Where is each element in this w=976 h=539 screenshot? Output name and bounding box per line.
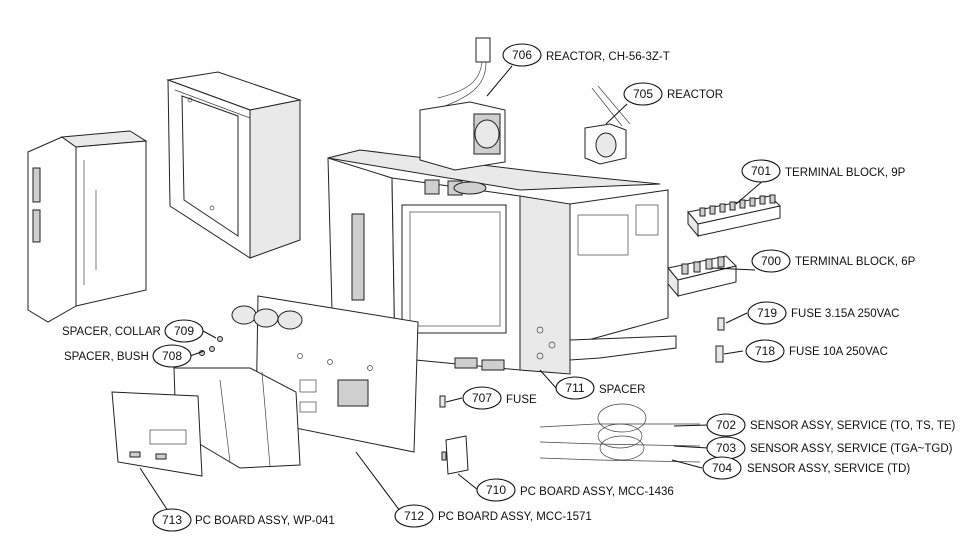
callout-bubble [152,344,192,368]
callout-bubble [623,82,663,106]
callout-label: PC BOARD ASSY, MCC-1571 [438,511,592,523]
terminal-block-6p-part [667,255,737,298]
callout-710: 710 PC BOARD ASSY, MCC-1436 [476,478,674,502]
leader-lines [139,65,765,515]
callout-719: 719 FUSE 3.15A 250VAC [747,301,899,325]
reactor-705-part [584,85,631,165]
fuse-718-part [715,345,724,363]
callout-number: 711 [565,381,584,395]
callout-bubble [706,413,746,437]
callout-label: FUSE 3.15A 250VAC [791,308,899,320]
callout-bubble [747,301,787,325]
callout-label: FUSE 10A 250VAC [789,346,888,358]
callout-705: 705 REACTOR [623,82,723,106]
callout-label: SENSOR ASSY, SERVICE (TGA~TGD) [750,443,953,455]
callout-bubble [555,376,595,400]
callout-bubble [394,504,434,528]
main-chassis-part [327,149,677,375]
callout-label: SENSOR ASSY, SERVICE (TO, TS, TE) [750,420,956,432]
callout-718: 718 FUSE 10A 250VAC [745,339,888,363]
sensor-assemblies-part [539,403,701,463]
callout-number: 718 [755,344,775,358]
callout-713: 713 PC BOARD ASSY, WP-041 [152,508,335,532]
callout-label: PC BOARD ASSY, MCC-1436 [520,486,674,498]
callout-bubble [702,456,742,480]
callout-bubble [152,508,192,532]
callout-bubble [476,478,516,502]
callout-number: 706 [512,48,532,62]
callout-bubble [462,386,502,410]
pc-board-mcc-1436-part [441,435,469,475]
callout-bubble [164,319,204,343]
callout-number: 702 [716,418,736,432]
side-panel-part [27,130,148,323]
callout-bubble [502,43,542,67]
callout-label: SPACER [599,384,645,396]
callout-number: 719 [757,306,777,320]
spacers-part [199,336,223,356]
callout-711: 711 SPACER [555,376,645,400]
terminal-block-9p-part [687,194,781,238]
callout-number: 704 [712,461,732,475]
hood-cover-part [166,71,302,259]
callout-712: 712 PC BOARD ASSY, MCC-1571 [394,504,592,528]
fuse-707-part [439,395,446,408]
callout-number: 705 [633,87,653,101]
callout-number: 709 [174,324,194,338]
callout-706: 706 REACTOR, CH-56-3Z-T [502,43,670,67]
callout-707: 707 FUSE [462,386,537,410]
callout-label: PC BOARD ASSY, WP-041 [195,515,335,527]
callout-label: FUSE [506,394,537,406]
callout-label: REACTOR [667,89,723,101]
callout-703: 703 SENSOR ASSY, SERVICE (TGA~TGD) [706,436,953,460]
callout-709: 709 SPACER, COLLAR [62,319,204,343]
callout-label: TERMINAL BLOCK, 9P [785,167,906,179]
callout-bubble [741,159,781,183]
callout-701: 701 TERMINAL BLOCK, 9P [741,159,906,183]
callout-number: 710 [486,483,506,497]
pc-board-wp-041-part [111,367,301,477]
callout-number: 708 [162,349,182,363]
callout-704: 704 SENSOR ASSY, SERVICE (TD) [702,456,910,480]
callout-number: 703 [716,441,736,455]
callout-number: 713 [162,513,182,527]
callout-label: SENSOR ASSY, SERVICE (TD) [747,463,910,475]
callout-label: TERMINAL BLOCK, 6P [795,256,916,268]
callout-700: 700 TERMINAL BLOCK, 6P [751,249,916,273]
callout-label: SPACER, BUSH [64,351,149,363]
callout-bubble [745,339,785,363]
callout-708: 708 SPACER, BUSH [64,344,192,368]
callout-number: 712 [404,509,424,523]
reactor-706-part [419,37,506,171]
fuse-719-part [717,317,725,331]
callout-702: 702 SENSOR ASSY, SERVICE (TO, TS, TE) [706,413,956,437]
callout-bubble [751,249,791,273]
callout-number: 700 [761,254,781,268]
callout-label: SPACER, COLLAR [62,326,161,338]
callout-number: 707 [472,391,492,405]
callout-label: REACTOR, CH-56-3Z-T [546,51,670,63]
callout-number: 701 [751,164,771,178]
